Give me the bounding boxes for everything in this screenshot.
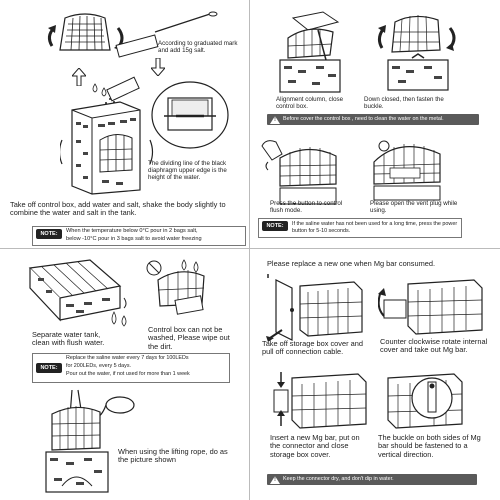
- warning-icon: [270, 476, 280, 484]
- close-box-illustration: [377, 15, 456, 91]
- alignment-caption: Alignment column, close control box.: [276, 96, 344, 111]
- vertical-buckle-illustration: [387, 373, 463, 429]
- no-wash-caption: Control box can not be washed, Please wi…: [148, 325, 230, 351]
- water-level-zoom: [151, 81, 229, 149]
- note-line-3: Pour out the water, if not used for more…: [66, 371, 190, 377]
- step1-caption: According to graduated mark and add 15g …: [158, 40, 238, 55]
- salt-tube-illustration: [115, 11, 218, 58]
- clean-caption: Separate water tank, clean with flush wa…: [32, 330, 105, 348]
- note-badge: NOTE:: [36, 363, 62, 373]
- note-box: NOTE: When the temperature below 0°C pou…: [32, 226, 246, 246]
- warning-icon: [270, 116, 280, 124]
- align-box-illustration: [279, 11, 341, 93]
- flush-caption: Press the button to control flush mode.: [270, 200, 343, 215]
- rotate-cover-illustration: [378, 279, 483, 335]
- down-arrow-icon: [151, 58, 165, 76]
- note-box: NOTE: If the saline water has not been u…: [258, 218, 462, 238]
- note-line-2: below -10°C pour in 3 bags salt to avoid…: [66, 236, 202, 242]
- rotate-caption: Counter clockwise rotate internal cover …: [380, 337, 488, 355]
- note-badge: NOTE:: [36, 229, 62, 239]
- rope-loop-icon: [100, 396, 135, 417]
- water-drop-icon: [92, 83, 107, 97]
- waterline-caption: The dividing line of the black diaphragm…: [148, 160, 227, 182]
- note-line-1: When the temperature below 0°C pour in 2…: [66, 228, 198, 234]
- up-arrow-icon: [72, 68, 86, 86]
- vent-plug-illustration: [373, 140, 441, 201]
- fasten-caption: Down closed, then fasten the buckle.: [364, 96, 444, 111]
- vertical-divider: [249, 0, 250, 500]
- note-text: If the saline water has not been used fo…: [292, 221, 458, 234]
- note-line-1: Replace the saline water every 7 days fo…: [66, 355, 189, 361]
- buckle-caption: The buckle on both sides of Mg bar shoul…: [378, 433, 481, 459]
- tank-illustration: [60, 101, 154, 195]
- warning-bar: Keep the connector dry, and don't dip in…: [267, 474, 477, 485]
- lifting-rope-illustration: [45, 389, 109, 493]
- storage-box-illustration: [266, 274, 363, 342]
- warning-text: Before cover the control box , need to c…: [283, 116, 444, 122]
- note-line-2: for 200LEDs, every 5 days.: [66, 363, 132, 369]
- horizontal-divider: [0, 248, 500, 249]
- insert-mg-bar-illustration: [273, 372, 367, 429]
- step2-caption: Take off control box, add water and salt…: [10, 200, 226, 218]
- rope-caption: When using the lifting rope, do as the p…: [118, 447, 228, 465]
- warning-bar: Before cover the control box , need to c…: [267, 114, 479, 125]
- warning-text: Keep the connector dry, and don't dip in…: [283, 476, 394, 482]
- flush-button-illustration: [261, 140, 337, 205]
- control-box-illustration: [146, 259, 205, 315]
- vent-caption: Please open the vent plug while using.: [370, 200, 458, 215]
- storage-caption: Take off storage box cover and pull off …: [262, 339, 363, 357]
- water-tank-clean-illustration: [28, 259, 127, 327]
- note-box: NOTE: Replace the saline water every 7 d…: [32, 353, 230, 383]
- mg-bar-title: Please replace a new one when Mg bar con…: [267, 259, 436, 268]
- note-badge: NOTE:: [262, 221, 288, 231]
- insert-caption: Insert a new Mg bar, put on the connecto…: [270, 433, 360, 459]
